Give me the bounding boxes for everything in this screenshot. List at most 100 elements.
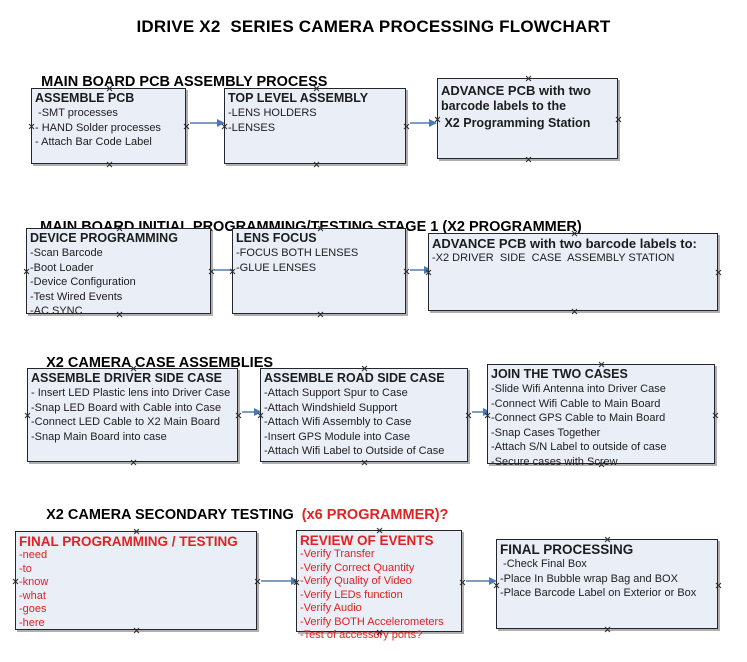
- box-lines: barcode labels to the X2 Programming Sta…: [441, 98, 614, 132]
- box-line: -AC SYNC: [30, 305, 83, 317]
- connector-top-level-assembly-to-advance-pcb: [410, 119, 437, 127]
- box-line: -SMT processes: [35, 107, 118, 119]
- handle-top-icon[interactable]: [525, 75, 532, 82]
- box-line: -Verify Quality of Video: [300, 575, 412, 587]
- box-header: JOIN THE TWO CASES: [491, 367, 628, 381]
- handle-bottom-icon[interactable]: [361, 459, 368, 466]
- box-lines: -FOCUS BOTH LENSES -GLUE LENSES: [236, 246, 402, 275]
- section-heading-text: X2 CAMERA CASE ASSEMBLIES: [46, 355, 274, 371]
- box-line: X2 Programming Station: [441, 116, 591, 130]
- box-device-programming[interactable]: DEVICE PROGRAMMING -Scan Barcode -Boot L…: [23, 228, 211, 317]
- section-heading-main-board-pcb-assembly-process: MAIN BOARD PCB ASSEMBLY PROCESS: [25, 58, 327, 106]
- handle-right-icon[interactable]: [465, 412, 472, 419]
- connector-driver-side-to-road-side: [242, 408, 262, 416]
- box-review-of-events[interactable]: REVIEW OF EVENTS -Verify Transfer -Verif…: [296, 530, 462, 641]
- box-lens-focus[interactable]: LENS FOCUS -FOCUS BOTH LENSES -GLUE LENS…: [232, 228, 406, 314]
- box-line: barcode labels to the: [441, 99, 567, 113]
- box-line: -Place Barcode Label on Exterior or Box: [500, 587, 697, 599]
- handle-bottom-icon[interactable]: [317, 311, 324, 318]
- page-title: IDRIVE X2 SERIES CAMERA PROCESSING FLOWC…: [136, 17, 611, 36]
- box-line: -Slide Wifi Antenna into Driver Case: [491, 383, 666, 395]
- box-line: -Boot Loader: [30, 261, 94, 274]
- box-line: -Attach Windshield Support: [264, 401, 398, 414]
- handle-bottom-icon[interactable]: [604, 626, 611, 633]
- box-line: -Snap Cases Together: [491, 426, 601, 439]
- box-lines: -Slide Wifi Antenna into Driver Case -Co…: [491, 382, 711, 469]
- box-header: ASSEMBLE PCB: [35, 91, 135, 105]
- box-advance-pcb-to-driver-side-case-assembly-station[interactable]: ADVANCE PCB with two barcode labels to: …: [428, 233, 718, 311]
- box-header: REVIEW OF EVENTS: [300, 533, 434, 548]
- box-header: LENS FOCUS: [236, 231, 317, 245]
- box-line: -Attach Wifi Label to Outside of Case: [264, 445, 445, 457]
- box-line: -know: [19, 576, 49, 588]
- box-lines: -Verify Transfer -Verify Correct Quantit…: [300, 548, 458, 643]
- box-lines: - Insert LED Plastic lens into Driver Ca…: [31, 386, 234, 444]
- handle-right-icon[interactable]: [459, 579, 466, 586]
- handle-right-icon[interactable]: [615, 116, 622, 123]
- box-header: ASSEMBLE DRIVER SIDE CASE: [31, 371, 223, 385]
- box-line: -need: [19, 549, 48, 561]
- connector-final-programming-to-review-of-events: [261, 577, 299, 585]
- handle-right-icon[interactable]: [403, 268, 410, 275]
- box-lines: -Scan Barcode -Boot Loader -Device Confi…: [30, 246, 207, 319]
- box-line: - Insert LED Plastic lens into Driver Ca…: [31, 387, 231, 399]
- section-heading-x2-camera-case-assemblies: X2 CAMERA CASE ASSEMBLIES: [30, 339, 273, 387]
- handle-left-icon[interactable]: [23, 268, 30, 275]
- box-join-the-two-cases[interactable]: JOIN THE TWO CASES -Slide Wifi Antenna i…: [487, 364, 715, 468]
- box-header: FINAL PROCESSING: [500, 542, 634, 557]
- box-lines: -Check Final Box -Place In Bubble wrap B…: [500, 557, 714, 601]
- box-line-overflow: -Test of accessory ports?: [300, 629, 423, 641]
- box-assemble-driver-side-case[interactable]: ASSEMBLE DRIVER SIDE CASE - Insert LED P…: [27, 368, 238, 462]
- box-line: -Check Final Box: [500, 558, 587, 570]
- box-advance-pcb-to-x2-programming-station[interactable]: ADVANCE PCB with two barcode labels to t…: [437, 78, 618, 159]
- handle-left-icon[interactable]: [12, 578, 19, 585]
- box-line: -Verify BOTH Accelerometers: [300, 615, 444, 628]
- section-heading-text: X2 CAMERA SECONDARY TESTING: [46, 507, 298, 523]
- box-line: -Test Wired Events: [30, 290, 123, 303]
- box-final-processing[interactable]: FINAL PROCESSING -Check Final Box -Place…: [496, 539, 718, 629]
- box-header: ADVANCE PCB with two barcode labels to:: [432, 236, 697, 251]
- box-line: -Connect Wifi Cable to Main Board: [491, 397, 661, 410]
- box-line: -Verify Transfer: [300, 548, 375, 560]
- box-line: -LENSES: [228, 121, 276, 134]
- box-line: -Attach Wifi Assembly to Case: [264, 416, 412, 428]
- handle-right-icon[interactable]: [715, 582, 722, 589]
- handle-bottom-icon[interactable]: [525, 156, 532, 163]
- box-header: FINAL PROGRAMMING / TESTING: [19, 534, 238, 549]
- section-heading-text: MAIN BOARD PCB ASSEMBLY PROCESS: [41, 74, 328, 90]
- handle-left-icon[interactable]: [24, 412, 31, 419]
- handle-right-icon[interactable]: [235, 412, 242, 419]
- connector-road-side-to-join-cases: [472, 408, 491, 416]
- handle-bottom-icon[interactable]: [571, 308, 578, 315]
- handle-right-icon[interactable]: [712, 412, 719, 419]
- handle-right-icon[interactable]: [403, 123, 410, 130]
- box-lines: -X2 DRIVER SIDE CASE ASSEMBLY STATION: [432, 251, 714, 266]
- box-final-programming-testing[interactable]: FINAL PROGRAMMING / TESTING -need -to -k…: [15, 531, 257, 630]
- handle-right-icon[interactable]: [183, 123, 190, 130]
- box-line: -FOCUS BOTH LENSES: [236, 247, 359, 259]
- box-line: - Attach Bar Code Label: [35, 136, 152, 148]
- box-line: -LENS HOLDERS: [228, 107, 317, 119]
- box-line: -Insert GPS Module into Case: [264, 430, 411, 443]
- handle-bottom-icon[interactable]: [130, 459, 137, 466]
- box-line: -goes: [19, 603, 47, 615]
- box-line: -X2 DRIVER SIDE CASE ASSEMBLY STATION: [432, 252, 675, 264]
- box-top-level-assembly[interactable]: TOP LEVEL ASSEMBLY -LENS HOLDERS -LENSES: [224, 88, 406, 164]
- box-lines: -SMT processes - HAND Solder processes -…: [35, 106, 182, 150]
- handle-bottom-icon[interactable]: [106, 161, 113, 168]
- handle-right-icon[interactable]: [715, 269, 722, 276]
- section-heading-x2-camera-secondary-testing: X2 CAMERA SECONDARY TESTING (x6 PROGRAMM…: [30, 491, 448, 539]
- handle-right-icon[interactable]: [254, 578, 261, 585]
- box-assemble-pcb[interactable]: ASSEMBLE PCB -SMT processes - HAND Solde…: [31, 88, 186, 164]
- box-assemble-road-side-case[interactable]: ASSEMBLE ROAD SIDE CASE -Attach Support …: [260, 368, 468, 462]
- box-line: -Connect LED Cable to X2 Main Board: [31, 416, 220, 428]
- box-header: ADVANCE PCB with two: [441, 83, 591, 98]
- box-line: -Secure cases with Screw: [491, 455, 618, 468]
- box-line: -Verify Audio: [300, 602, 362, 614]
- handle-bottom-icon[interactable]: [313, 161, 320, 168]
- handle-left-icon[interactable]: [28, 123, 35, 130]
- box-line: -GLUE LENSES: [236, 261, 317, 274]
- box-line: -to: [19, 562, 32, 575]
- box-line: -Scan Barcode: [30, 247, 103, 259]
- box-line: -Snap LED Board with Cable into Case: [31, 401, 222, 414]
